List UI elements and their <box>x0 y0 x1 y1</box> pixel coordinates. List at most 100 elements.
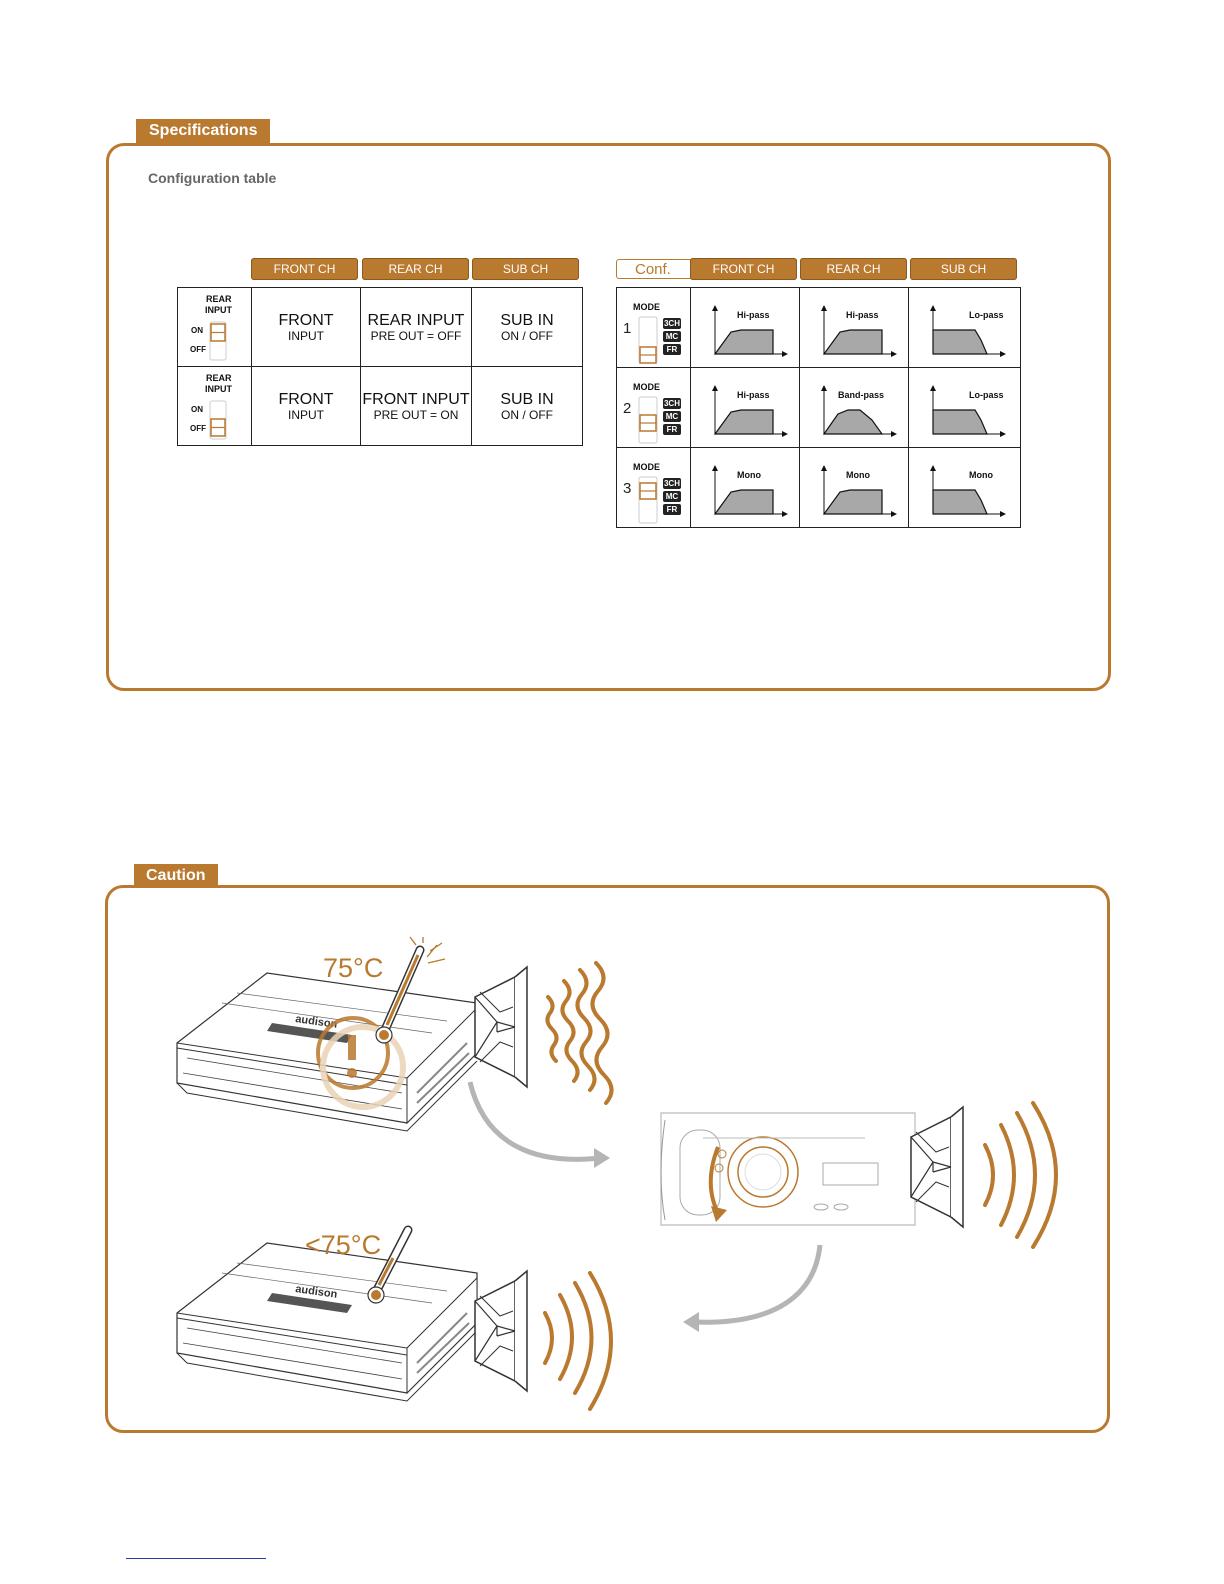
filter-type-label: Hi-pass <box>846 310 879 320</box>
clean-sound-waves-left-icon <box>543 1271 613 1411</box>
filter-type-label: Mono <box>846 470 870 480</box>
mode-label: MODE <box>633 462 660 472</box>
frequency-response-curve <box>821 385 897 437</box>
caution-tab: Caution <box>134 864 218 888</box>
thermometer-cool-icon <box>367 1225 413 1304</box>
frequency-response-curve <box>712 385 788 437</box>
temperature-ok-label: <75°C <box>305 1230 382 1260</box>
speaker-clean-left-icon <box>474 1270 528 1392</box>
mode-badge: FR <box>663 424 681 435</box>
amplifier-cool-icon <box>176 1242 478 1402</box>
frequency-response-curve <box>712 305 788 357</box>
mode-badge: MC <box>663 331 681 342</box>
left-header-sub-ch: SUB CH <box>472 258 579 280</box>
cell-big-text: SUB IN <box>500 311 554 329</box>
footer-link-underline <box>126 1558 266 1559</box>
specifications-panel <box>106 143 1111 691</box>
filter-type-label: Hi-pass <box>737 390 770 400</box>
mode-selector-switch-icon <box>638 316 658 364</box>
mode-number: 3 <box>623 480 632 497</box>
cell-sub-input: SUB IN ON / OFF <box>471 287 583 367</box>
cell-small-text: ON / OFF <box>501 328 553 343</box>
switch-off-label: OFF <box>190 345 206 354</box>
cell-small-text: INPUT <box>288 407 324 422</box>
frequency-response-curve <box>712 465 788 517</box>
dip-switch-off-icon <box>209 400 227 440</box>
mode-badge: 3CH <box>663 398 681 409</box>
configuration-table-title: Configuration table <box>148 170 277 186</box>
left-header-rear-ch: REAR CH <box>362 258 469 280</box>
frequency-response-curve <box>821 465 897 517</box>
rear-input-switch-cell: REAR INPUT ON OFF <box>177 287 252 367</box>
right-header-sub-ch: SUB CH <box>910 258 1017 280</box>
arrow-to-amp-icon <box>694 1244 823 1325</box>
right-header-front-ch: FRONT CH <box>690 258 797 280</box>
mode-number: 1 <box>623 320 632 337</box>
arrow-to-headunit-icon <box>467 1081 601 1162</box>
frequency-response-curve <box>930 385 1006 437</box>
input-config-table: REAR INPUT ON OFF FRONT INPUT REAR INPUT… <box>177 287 583 446</box>
switch-on-label: ON <box>191 326 203 335</box>
switch-title-input: INPUT <box>205 384 232 394</box>
specifications-tab: Specifications <box>136 119 271 143</box>
curve-cell: Lo-pass <box>908 367 1021 448</box>
arrow-head-icon <box>683 1312 699 1332</box>
right-header-rear-ch: REAR CH <box>800 258 907 280</box>
caution-tab-label: Caution <box>146 867 206 884</box>
frequency-response-curve <box>821 305 897 357</box>
dip-switch-on-icon <box>209 321 227 361</box>
amp-brand-logo: audison <box>295 1283 339 1301</box>
switch-title-rear: REAR <box>206 373 232 383</box>
curve-cell: Mono <box>799 447 909 528</box>
caution-illustration: audison <box>176 936 1058 1411</box>
curve-cell: Lo-pass <box>908 287 1021 368</box>
cell-small-text: PRE OUT = OFF <box>370 328 462 343</box>
mode-badge: MC <box>663 491 681 502</box>
filter-type-label: Lo-pass <box>969 390 1004 400</box>
mode-number: 2 <box>623 400 632 417</box>
mode-badge: 3CH <box>663 318 681 329</box>
cell-rear-input: REAR INPUT PRE OUT = OFF <box>360 287 472 367</box>
arrow-head-icon <box>594 1148 610 1168</box>
cell-small-text: ON / OFF <box>501 407 553 422</box>
caution-panel <box>105 885 1110 1433</box>
head-unit-icon <box>660 1112 916 1226</box>
cell-small-text: PRE OUT = ON <box>373 407 459 422</box>
clean-sound-waves-right-icon <box>983 1101 1058 1249</box>
mode-selector-switch-icon <box>638 396 658 444</box>
warning-icon <box>316 1016 406 1110</box>
filter-type-label: Lo-pass <box>969 310 1004 320</box>
curve-cell: Mono <box>690 447 800 528</box>
cell-front-input: FRONT INPUT <box>251 287 361 367</box>
table-row: REAR INPUT ON OFF FRONT INPUT FRONT INPU… <box>177 366 583 446</box>
cell-big-text: SUB IN <box>500 390 554 408</box>
mode-label: MODE <box>633 382 660 392</box>
mode-badge: MC <box>663 411 681 422</box>
cell-big-text: FRONT <box>278 311 334 329</box>
curve-cell: Band-pass <box>799 367 909 448</box>
speaker-distorted-icon <box>474 966 528 1088</box>
filter-type-label: Mono <box>737 470 761 480</box>
left-header-front-ch: FRONT CH <box>251 258 358 280</box>
switch-title-input: INPUT <box>205 305 232 315</box>
mode-selector-switch-icon <box>638 476 658 524</box>
rear-input-switch-cell: REAR INPUT ON OFF <box>177 366 252 446</box>
conf-header: Conf. <box>616 259 696 279</box>
cell-big-text: FRONT INPUT <box>362 390 470 408</box>
specifications-tab-label: Specifications <box>149 122 258 139</box>
mode-badge: 3CH <box>663 478 681 489</box>
mode-label: MODE <box>633 302 660 312</box>
frequency-response-curve <box>930 305 1006 357</box>
temperature-hot-label: 75°C <box>323 953 384 983</box>
filter-type-label: Hi-pass <box>737 310 770 320</box>
cell-front-input: FRONT INPUT <box>251 366 361 446</box>
cell-sub-input: SUB IN ON / OFF <box>471 366 583 446</box>
frequency-response-curve <box>930 465 1006 517</box>
cell-big-text: FRONT <box>278 390 334 408</box>
